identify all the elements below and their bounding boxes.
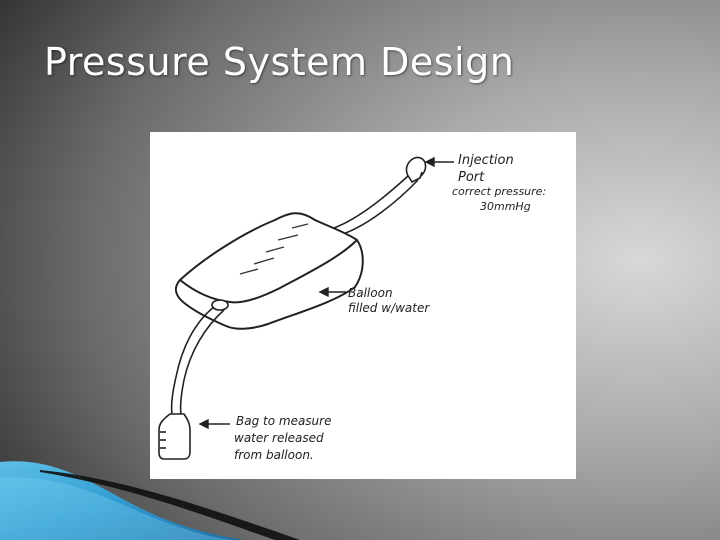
injection-tube: [327, 175, 419, 236]
pressure-system-drawing: Injection Port correct pressure: 30mmHg …: [158, 153, 546, 462]
collection-bag: [158, 413, 191, 460]
injection-port-label-line2: Port: [458, 170, 485, 185]
label-arrows: [198, 156, 454, 430]
balloon-label: Balloon: [348, 286, 393, 300]
balloon-outlet: [211, 299, 229, 311]
bag-label-line2: water released: [234, 431, 324, 445]
balloon-label-line2: filled w/water: [348, 301, 430, 315]
injection-port: [405, 156, 427, 184]
balloon: [174, 212, 364, 330]
bag-label: Bag to measure: [236, 414, 331, 428]
drain-tube: [170, 306, 225, 415]
pressure-value: 30mmHg: [480, 200, 531, 213]
balloon-scale-marks: [239, 223, 309, 275]
pressure-label: correct pressure:: [452, 185, 546, 198]
injection-port-label: Injection: [458, 153, 514, 168]
diagram-image: Injection Port correct pressure: 30mmHg …: [150, 132, 576, 479]
bag-label-line3: from balloon.: [234, 448, 314, 462]
slide-title: Pressure System Design: [44, 40, 515, 84]
